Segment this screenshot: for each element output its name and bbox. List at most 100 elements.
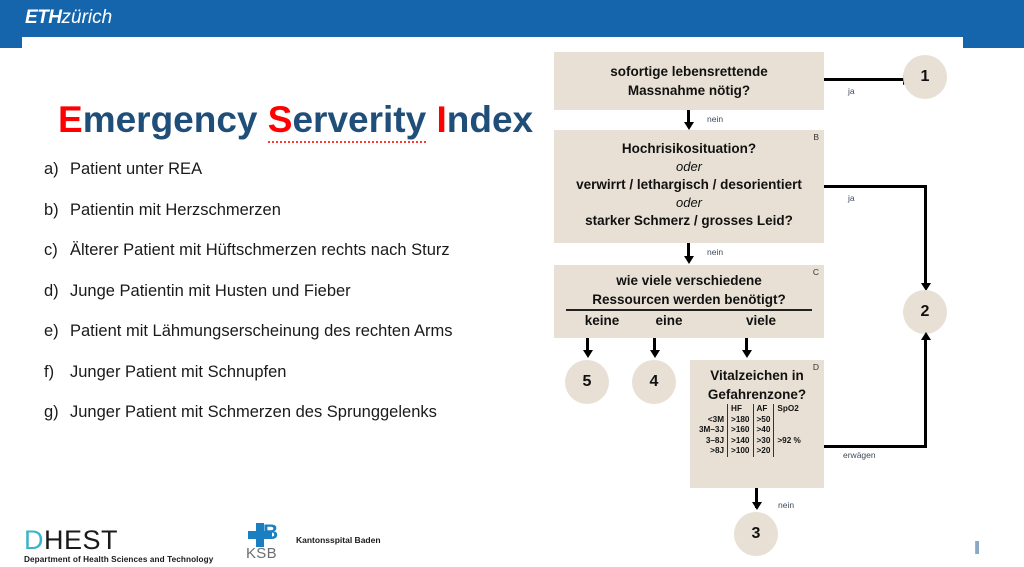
- list-item: e) Patient mit Lähmungserscheinung des r…: [44, 322, 544, 341]
- flowchart-box-c: C wie viele verschiedene Ressourcen werd…: [554, 265, 824, 338]
- list-item: c) Älterer Patient mit Hüftschmerzen rec…: [44, 241, 544, 260]
- dhest-logo: DHEST Department of Health Sciences and …: [24, 527, 214, 565]
- box-d-line2: Gefahrenzone?: [707, 387, 807, 402]
- case-list: a) Patient unter REA b) Patientin mit He…: [44, 160, 544, 444]
- list-item: b) Patientin mit Herzschmerzen: [44, 201, 544, 220]
- esi-level-5-node: 5: [565, 360, 609, 404]
- table-header-row: HF AF SpO2: [696, 404, 804, 415]
- vital-row-af: >30: [752, 435, 774, 446]
- vital-signs-table: HF AF SpO2 <3M >180 >50 3M–3J >160 >40 3…: [696, 404, 804, 457]
- ksb-acronym: KSB: [246, 545, 277, 562]
- box-c-tag: C: [812, 267, 819, 277]
- vital-row-age: 3M–3J: [699, 425, 725, 434]
- connector-b-to-level2-vertical: [924, 185, 927, 288]
- arrow-down-icon: [649, 350, 660, 358]
- vital-row-hf: >140: [727, 435, 753, 446]
- list-item-label: Patient unter REA: [70, 160, 203, 178]
- flowchart-box-b: B Hochrisikosituation? oder verwirrt / l…: [554, 130, 824, 243]
- list-item: d) Junge Patientin mit Husten und Fieber: [44, 282, 544, 301]
- connector-a-to-b: [687, 110, 690, 126]
- slide-number-marker: [975, 541, 979, 554]
- table-row: 3M–3J >160 >40: [696, 425, 804, 436]
- page-title: Emergency Serverity Index: [58, 98, 534, 143]
- edge-label-ja-a: ja: [848, 86, 855, 96]
- vital-row-age: >8J: [710, 446, 725, 455]
- list-item-label: Junge Patientin mit Husten und Fieber: [70, 281, 351, 300]
- esi-level-2-label: 2: [920, 303, 930, 320]
- box-b-tag: B: [813, 132, 819, 142]
- dhest-wordmark: DHEST: [24, 527, 213, 554]
- arrow-down-icon: [920, 283, 931, 291]
- ksb-mark: B KSB: [246, 521, 286, 563]
- eth-header-bar: [0, 0, 1024, 37]
- esi-level-4-node: 4: [632, 360, 676, 404]
- esi-level-2-node: 2: [903, 290, 947, 334]
- dhest-initial-d: D: [24, 525, 44, 555]
- table-row: >8J >100 >20: [696, 446, 804, 457]
- box-a-line2: Massnahme nötig?: [627, 83, 751, 98]
- edge-label-nein-b: nein: [707, 247, 724, 257]
- box-c-option-viele: viele: [745, 313, 777, 328]
- list-item-marker: f): [44, 362, 55, 381]
- esi-level-1-label: 1: [920, 68, 930, 85]
- table-row: <3M >180 >50: [696, 414, 804, 425]
- vital-row-hf: >100: [727, 446, 753, 457]
- title-initial-s: S: [267, 98, 293, 140]
- connector-d-to-level2-horizontal: [824, 445, 927, 448]
- box-c-divider: [566, 309, 812, 311]
- arrow-down-icon: [751, 502, 762, 510]
- vital-col-spo2: SpO2: [773, 404, 804, 415]
- ksb-mark-letter: B: [263, 521, 279, 544]
- connector-c-to-level4: [653, 338, 656, 354]
- edge-label-ja-b: ja: [848, 193, 855, 203]
- arrow-up-icon: [920, 332, 931, 340]
- eth-header-bar-left-step: [0, 37, 22, 48]
- dhest-subtitle: Department of Health Sciences and Techno…: [24, 555, 214, 564]
- box-c-option-eine: eine: [655, 313, 683, 328]
- ksb-name: Kantonsspital Baden: [296, 535, 381, 545]
- list-item-marker: c): [44, 241, 58, 259]
- list-item: f) Junger Patient mit Schnupfen: [44, 363, 544, 382]
- list-item-marker: a): [44, 160, 59, 178]
- title-word-index: ndex: [446, 98, 534, 140]
- flowchart-box-d: D Vitalzeichen in Gefahrenzone? HF AF Sp…: [690, 360, 824, 488]
- esi-level-4-label: 4: [649, 373, 659, 390]
- vital-col-af: AF: [752, 404, 774, 415]
- box-b-line5: starker Schmerz / grosses Leid?: [585, 213, 793, 228]
- ksb-logo: B KSB Kantonsspital Baden: [246, 521, 381, 563]
- box-b-line4: oder: [675, 195, 703, 210]
- vital-row-spo2: [773, 414, 804, 425]
- arrow-down-icon: [582, 350, 593, 358]
- box-b-line2: oder: [675, 159, 703, 174]
- esi-level-3-node: 3: [734, 512, 778, 556]
- eth-header-bar-right-extension: [963, 37, 1024, 48]
- edge-label-nein-a: nein: [707, 114, 724, 124]
- box-c-option-keine: keine: [584, 313, 620, 328]
- vital-row-age: 3–8J: [705, 435, 725, 445]
- vital-row-af: >50: [752, 414, 774, 425]
- edge-label-nein-d: nein: [778, 500, 795, 510]
- list-item: g) Junger Patient mit Schmerzen des Spru…: [44, 403, 544, 422]
- cross-icon: [248, 523, 272, 547]
- box-b-line3: verwirrt / lethargisch / desorientiert: [576, 177, 802, 192]
- eth-zurich-logo: ETHzürich: [25, 6, 112, 30]
- vital-row-spo2: [773, 425, 804, 436]
- esi-level-1-node: 1: [903, 55, 947, 99]
- list-item-marker: e): [44, 322, 59, 340]
- arrow-down-icon: [741, 350, 752, 358]
- box-a-line1: sofortige lebensrettende: [610, 64, 768, 79]
- vital-row-af: >20: [752, 446, 774, 457]
- esi-flowchart: sofortige lebensrettende Massnahme nötig…: [540, 40, 1024, 567]
- title-initial-e: E: [58, 98, 83, 140]
- arrow-down-icon: [683, 256, 694, 264]
- vital-row-spo2: >92 %: [773, 435, 804, 446]
- title-word-emergency: mergency: [82, 98, 258, 140]
- list-item-marker: d): [44, 281, 59, 300]
- arrow-down-icon: [683, 122, 694, 130]
- list-item-marker: b): [44, 200, 59, 219]
- connector-a-to-level1: [824, 78, 904, 81]
- list-item-label: Junger Patient mit Schnupfen: [70, 362, 287, 381]
- vital-row-hf: >180: [727, 414, 753, 425]
- flowchart-box-a: sofortige lebensrettende Massnahme nötig…: [554, 52, 824, 110]
- connector-c-to-d: [745, 338, 748, 354]
